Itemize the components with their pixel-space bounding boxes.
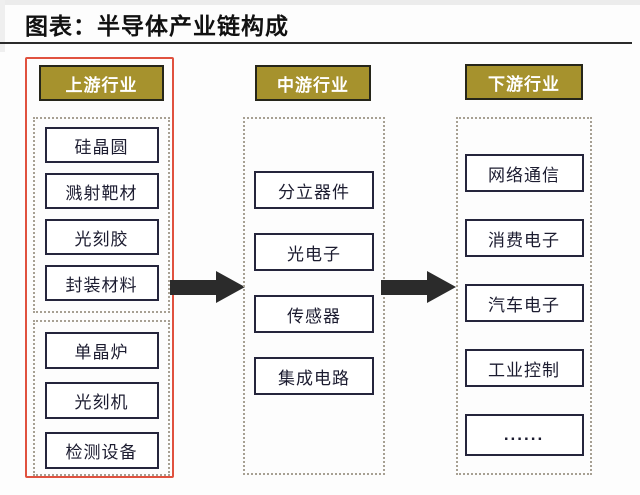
node-testing-equipment: 检测设备: [44, 432, 159, 469]
downstream-group: 网络通信 消费电子 汽车电子 工业控制 ......: [456, 117, 592, 475]
upstream-group-materials: 硅晶圆 溅射靶材 光刻胶 封装材料: [33, 117, 170, 313]
column-header-upstream: 上游行业: [39, 65, 164, 101]
top-edge-shade: [0, 0, 640, 5]
upstream-highlight-frame: [25, 57, 174, 478]
column-header-downstream: 下游行业: [465, 64, 583, 100]
page-title: 图表：半导体产业链构成: [25, 14, 289, 39]
node-silicon-wafer: 硅晶圆: [44, 127, 159, 163]
arrow-shaft: [381, 279, 427, 295]
upstream-group-equipment: 单晶炉 光刻机 检测设备: [33, 320, 170, 476]
node-packaging-materials: 封装材料: [44, 265, 159, 301]
node-optoelectronics: 光电子: [254, 233, 374, 271]
node-integrated-circuits: 集成电路: [254, 357, 374, 395]
column-header-midstream: 中游行业: [255, 65, 371, 101]
node-single-crystal-furnace: 单晶炉: [44, 332, 159, 369]
arrow-head: [427, 271, 456, 303]
node-sputtering-target: 溅射靶材: [44, 173, 159, 209]
node-automotive-electronics: 汽车电子: [464, 284, 584, 322]
arrow-head: [216, 271, 245, 303]
node-consumer-electronics: 消费电子: [464, 219, 584, 257]
node-photoresist: 光刻胶: [44, 219, 159, 255]
flow-arrow-midstream-to-downstream-icon: [381, 271, 456, 303]
left-edge-shade: [0, 0, 5, 52]
node-network-communication: 网络通信: [464, 154, 584, 192]
node-discrete-devices: 分立器件: [254, 171, 374, 209]
title-divider: [0, 42, 632, 44]
node-sensors: 传感器: [254, 295, 374, 333]
flow-arrow-upstream-to-midstream-icon: [170, 271, 245, 303]
arrow-shaft: [170, 279, 216, 295]
node-lithography-machine: 光刻机: [44, 382, 159, 419]
midstream-group: 分立器件 光电子 传感器 集成电路: [243, 117, 385, 475]
node-industrial-control: 工业控制: [464, 349, 584, 387]
node-ellipsis: ......: [464, 414, 584, 456]
